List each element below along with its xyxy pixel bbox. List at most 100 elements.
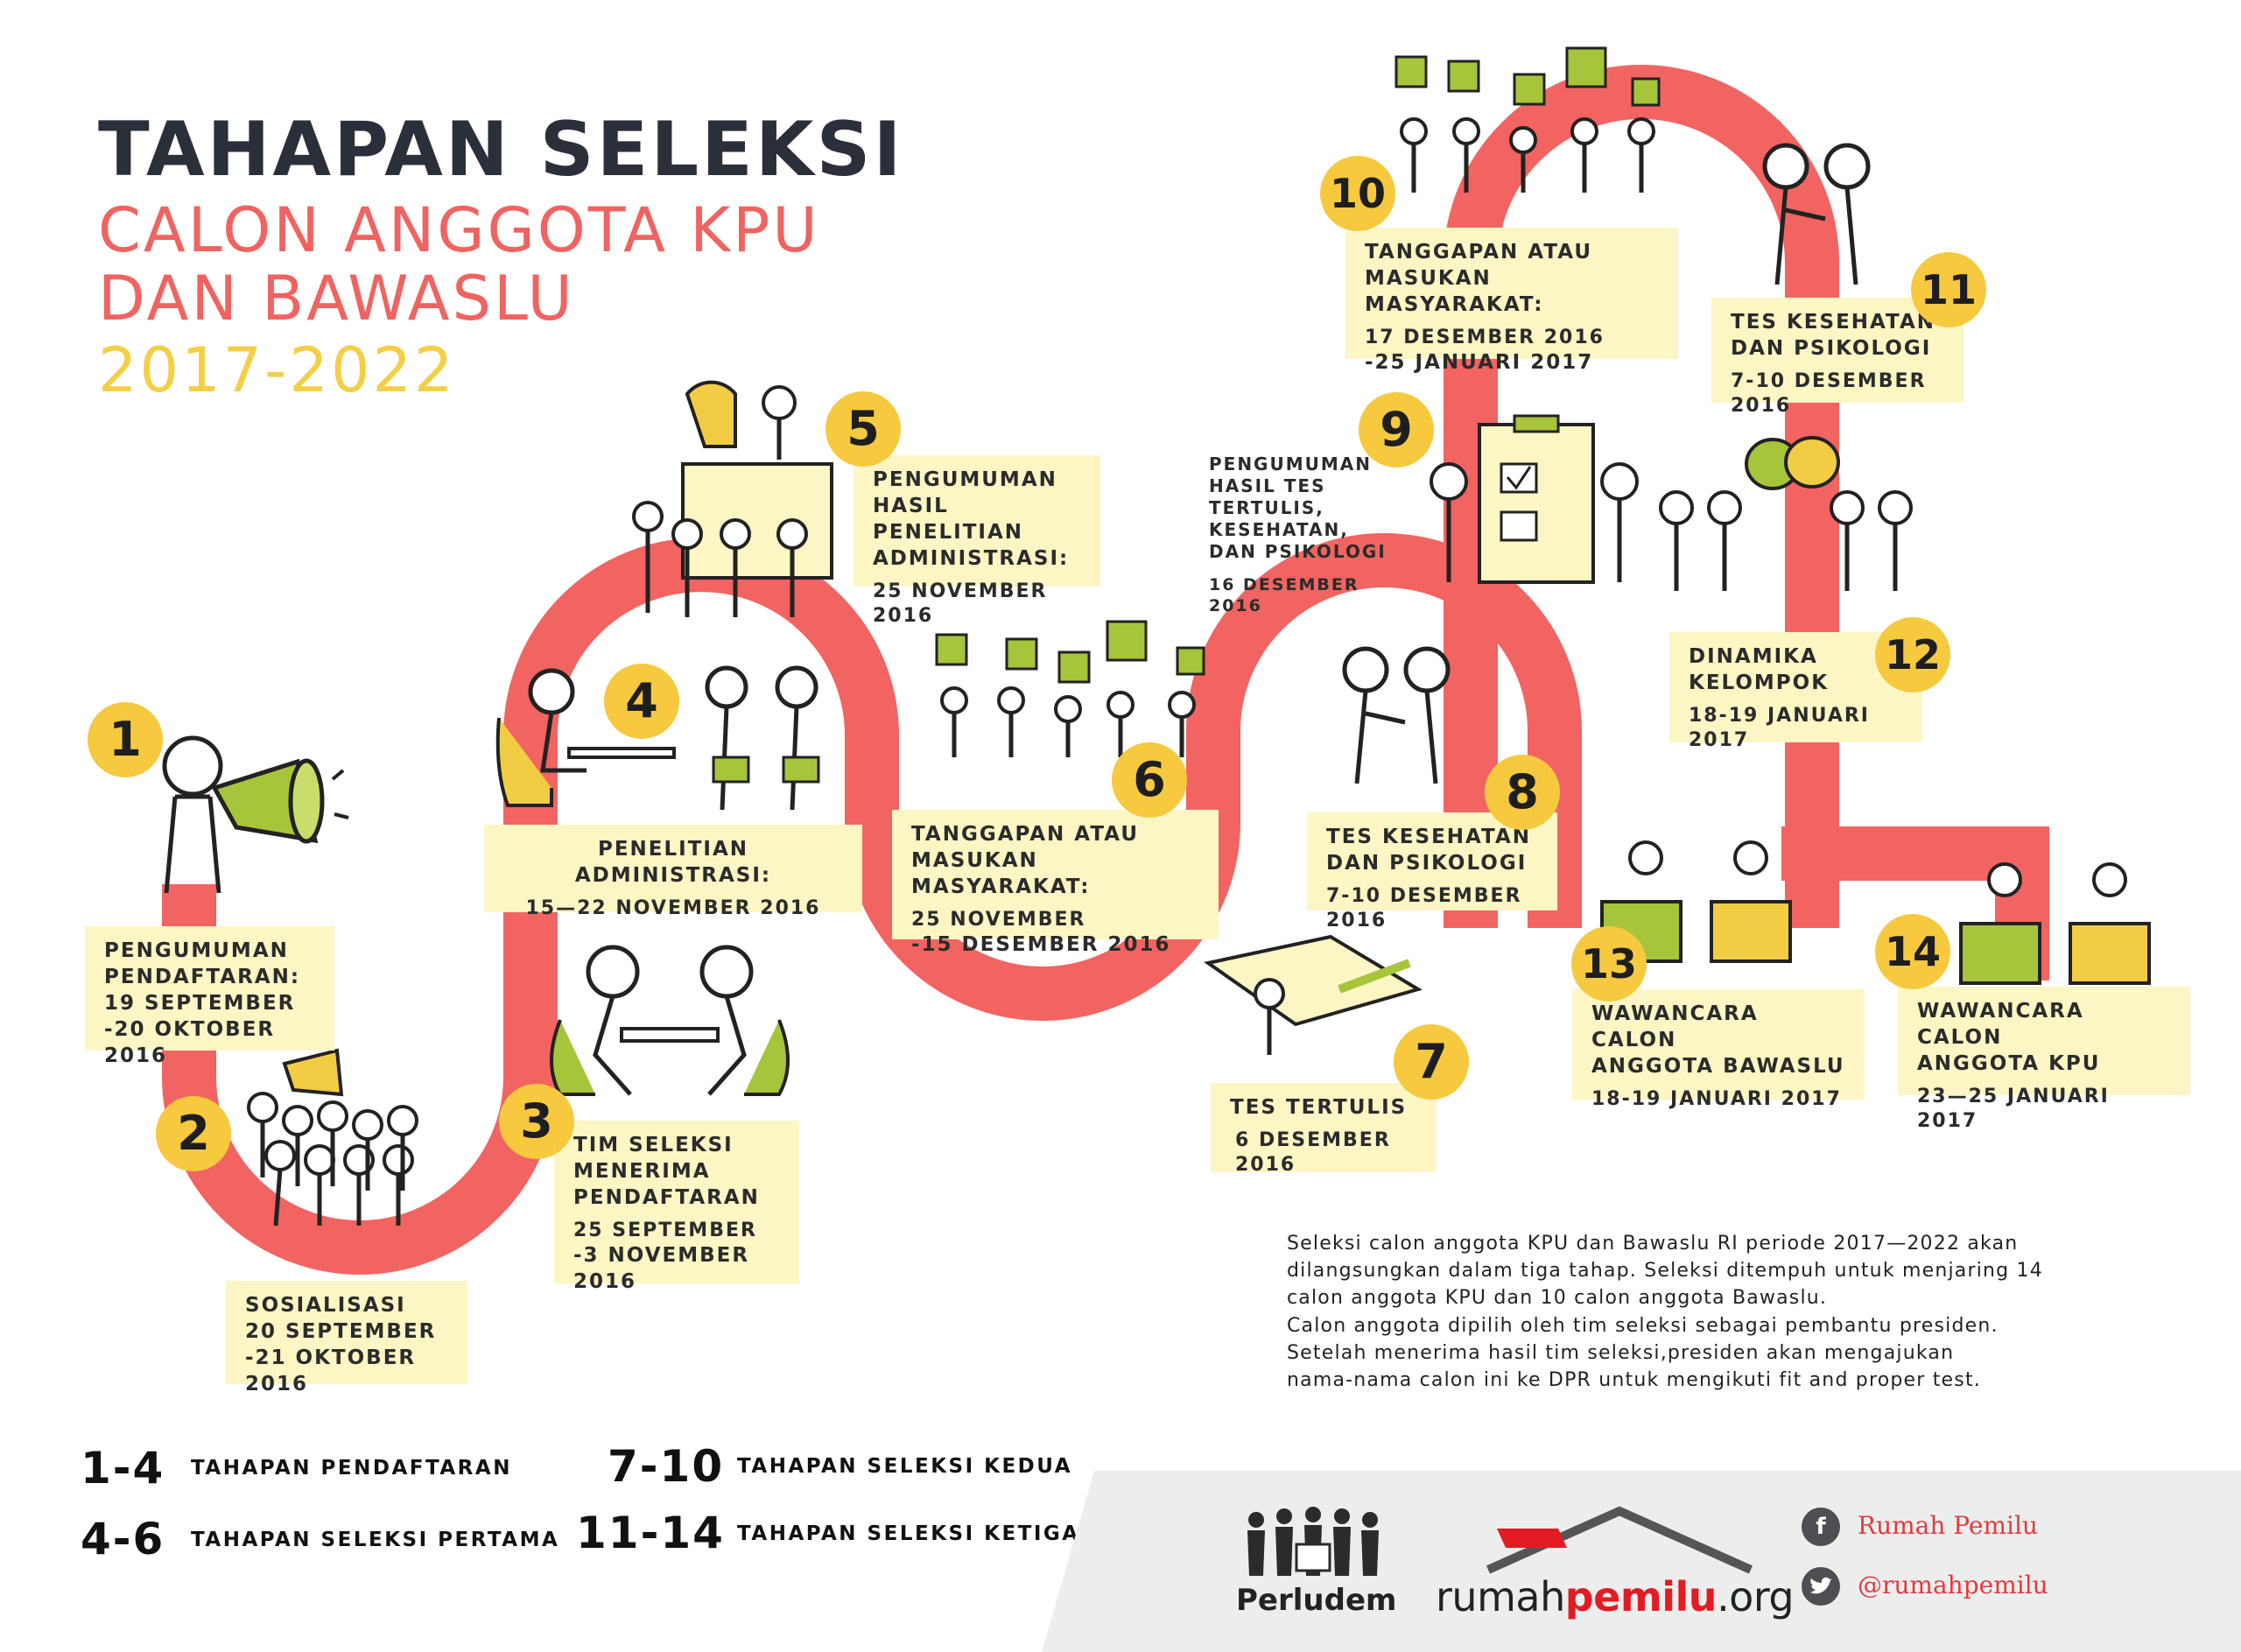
step-3-number: 3 [499,1084,574,1159]
step-4-title-1: PENELITIAN ADMINISTRASI: [574,838,772,887]
step-10-title-2: MASUKAN MASYARAKAT: [1365,266,1544,316]
title-sub-1: CALON ANGGOTA KPU [98,194,820,266]
title-main: TAHAPAN SELEKSI [98,106,904,193]
legend-label-3: TAHAPAN SELEKSI KEDUA [737,1455,1073,1478]
description-line: Setelah menerima hasil tim seleksi,presi… [1287,1341,1955,1364]
step-13-title-1: WAWANCARA CALON [1591,1002,1759,1051]
step-3-title-2: MENERIMA [573,1159,711,1183]
meeting-table-icon [550,945,790,1096]
step-7-title-1: TES TERTULIS [1230,1096,1408,1119]
written-test-icon [1204,934,1423,1055]
step-5-date-1: 25 NOVEMBER 2016 [873,580,1048,628]
step-13-title-2: ANGGOTA BAWASLU [1591,1054,1845,1078]
legend-range-2: 4-6 [81,1514,165,1564]
description-line: dilangsungkan dalam tiga tahap. Seleksi … [1287,1260,2043,1283]
step-6-number: 6 [1112,742,1187,818]
legend-range-3: 7-10 [608,1441,725,1492]
step-9-date-1: 16 DESEMBER 2016 [1209,575,1359,615]
step-4-number: 4 [604,664,679,739]
step-12-title-1: DINAMIKA [1689,645,1818,668]
doctor-icon [1342,646,1451,784]
step-3-title-3: PENDAFTARAN [573,1185,760,1209]
step-6-title-2: MASUKAN MASYARAKAT: [911,848,1091,898]
step-8-date-1: 7-10 DESEMBER 2016 [1326,884,1522,932]
step-12-title-2: KELOMPOK [1689,671,1830,694]
step-8-title-2: DAN PSIKOLOGI [1326,851,1528,875]
step-5-number: 5 [825,391,901,467]
step-13-box: WAWANCARA CALON ANGGOTA BAWASLU 18-19 JA… [1572,989,1865,1110]
legend-range-4: 11-14 [576,1508,725,1558]
checklist-board-icon [1430,414,1639,584]
step-14-title-2: ANGGOTA KPU [1917,1051,2101,1075]
description-line: nama-nama calon ini ke DPR untuk mengiku… [1287,1369,1981,1392]
step-7-date-1: 6 DESEMBER 2016 [1235,1128,1391,1177]
description-line: Seleksi calon anggota KPU dan Bawaslu RI… [1287,1233,2019,1255]
step-14-box: WAWANCARA CALON ANGGOTA KPU 23—25 JANUAR… [1898,987,2190,1132]
step-10-box: TANGGAPAN ATAU MASUKAN MASYARAKAT: 17 DE… [1345,228,1678,374]
step-6-title-1: TANGGAPAN ATAU [911,823,1139,846]
step-14-date-1: 23—25 JANUARI 2017 [1917,1085,2110,1133]
step-5-box: PENGUMUMAN HASIL PENELITIAN ADMINISTRASI… [854,455,1100,627]
step-8-number: 8 [1485,755,1560,830]
step-9-title-1: PENGUMUMAN [1209,453,1372,475]
facebook-icon[interactable]: f [1802,1508,1840,1546]
site-bold: pemilu [1564,1573,1718,1620]
description-line: calon anggota KPU dan 10 calon anggota B… [1287,1287,1828,1310]
crowd-megaphone-icon [247,1048,418,1227]
step-7-box: TES TERTULIS 6 DESEMBER 2016 [1211,1083,1437,1176]
step-10-date-1: 17 DESEMBER 2016 [1365,326,1605,348]
step-3-box: TIM SELEKSI MENERIMA PENDAFTARAN 25 SEPT… [554,1121,799,1293]
thumbs-crowd-icon [935,620,1205,757]
interview-icon [1959,862,2151,985]
step-12-date-1: 18-19 JANUARI 2017 [1689,704,1870,752]
step-8-title-1: TES KESEHATAN [1326,826,1531,848]
thumbs-crowd-icon [1394,46,1661,193]
step-11-title-1: TES KESEHATAN [1731,311,1935,334]
step-2-box: SOSIALISASI 20 SEPTEMBER -21 OKTOBER 201… [226,1281,467,1395]
legend-range-1: 1-4 [81,1443,165,1494]
step-7-number: 7 [1394,1024,1469,1100]
step-9-title-3: KESEHATAN, [1209,519,1349,540]
step-1-title-1: PENGUMUMAN [104,939,289,962]
step-1-date-2: -20 OKTOBER 2016 [104,1017,276,1067]
step-9-box: PENGUMUMAN HASIL TES TERTULIS, KESEHATAN… [1195,445,1416,615]
twitter-link[interactable]: @rumahpemilu [1858,1571,2048,1599]
step-10-title-1: TANGGAPAN ATAU [1365,241,1592,264]
step-9-title-4: DAN PSIKOLOGI [1209,541,1387,562]
step-10-number: 10 [1320,156,1395,231]
step-1-title-2: PENDAFTARAN: [104,965,301,988]
step-1-box: PENGUMUMAN PENDAFTARAN: 19 SEPTEMBER -20… [85,926,334,1067]
perludem-label: Perludem [1236,1583,1397,1618]
facebook-link[interactable]: Rumah Pemilu [1858,1511,2038,1540]
rumahpemilu-roof-icon [1486,1506,1753,1574]
step-11-title-2: DAN PSIKOLOGI [1731,336,1932,360]
footer-band [1042,1471,2241,1652]
twitter-icon[interactable] [1802,1567,1840,1606]
step-12-number: 12 [1875,617,1950,692]
step-1-date-1: 19 SEPTEMBER [104,991,296,1015]
step-3-title-1: TIM SELEKSI [573,1134,734,1156]
description-line: Calon anggota dipilih oleh tim seleksi s… [1287,1314,1999,1337]
step-11-box: TES KESEHATAN DAN PSIKOLOGI 7-10 DESEMBE… [1711,298,1964,417]
step-3-date-2: -3 NOVEMBER 2016 [573,1244,750,1294]
podium-megaphone-icon [632,380,833,617]
step-2-date-1: 20 SEPTEMBER [245,1319,437,1343]
step-1-number: 1 [88,702,163,777]
step-13-number: 13 [1571,926,1647,1002]
step-2-title-1: SOSIALISASI [245,1294,406,1317]
step-13-date-1: 18-19 JANUARI 2017 [1591,1087,1842,1110]
step-14-number: 14 [1875,914,1950,989]
step-14-title-1: WAWANCARA CALON [1917,1000,2084,1049]
title-years: 2017-2022 [98,334,456,406]
step-4-box: PENELITIAN ADMINISTRASI: 15—22 NOVEMBER … [484,825,862,919]
desk-queue-icon [495,665,820,811]
site-prefix: rumah [1436,1573,1565,1620]
step-5-title-3: ADMINISTRASI: [873,546,1070,570]
perludem-logo-icon [1247,1507,1379,1576]
step-9-title-2: HASIL TES TERTULIS, [1209,475,1326,518]
legend-label-2: TAHAPAN SELEKSI PERTAMA [191,1529,560,1551]
step-2-number: 2 [156,1096,231,1171]
step-9-number: 9 [1359,392,1434,467]
step-6-date-2: -15 DESEMBER 2016 [911,933,1171,957]
doctor-icon [1762,143,1871,285]
